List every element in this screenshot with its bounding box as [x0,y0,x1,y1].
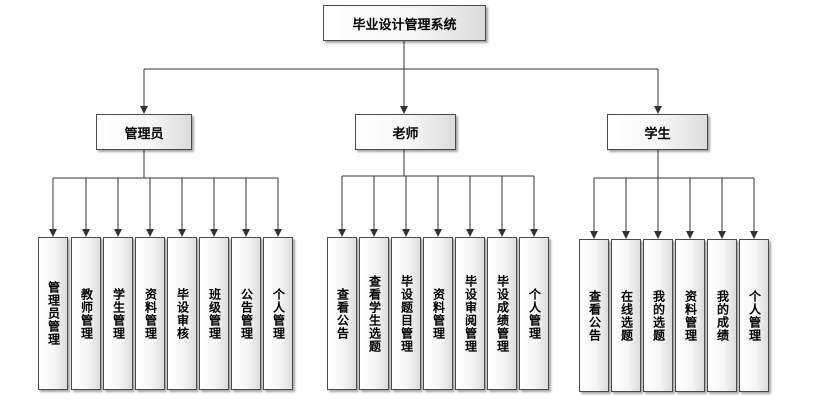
module-box: 查看公告 [579,239,609,392]
module-box: 毕设成绩管理 [487,237,517,390]
module-label: 管理员管理 [46,281,61,346]
module-label: 资料管理 [431,287,446,340]
module-box: 查看学生选题 [359,237,389,390]
module-label: 班级管理 [207,287,222,340]
role-label-teacher: 老师 [392,126,419,142]
module-box: 我的选题 [643,239,673,392]
module-label: 毕设题目管理 [399,274,414,353]
root-system-label: 毕业设计管理系统 [352,17,457,33]
module-label: 查看学生选题 [367,274,382,353]
module-label: 毕设审阅管理 [463,274,478,353]
module-label: 查看公告 [587,289,602,342]
module-box: 个人管理 [739,239,769,392]
module-label: 教师管理 [79,287,94,340]
module-box: 毕设审核 [167,237,197,390]
module-box: 学生管理 [103,237,133,390]
module-label: 资料管理 [683,289,698,342]
module-label: 我的选题 [651,289,666,342]
module-label: 资料管理 [143,287,158,340]
role-label-admin: 管理员 [124,126,164,142]
module-label: 查看公告 [335,287,350,340]
module-label: 学生管理 [111,287,126,340]
module-label: 毕设审核 [175,287,190,340]
module-label: 毕设成绩管理 [495,274,510,353]
module-box: 管理员管理 [38,237,68,390]
role-label-student: 学生 [644,126,671,142]
module-box: 查看公告 [327,237,357,390]
module-box: 资料管理 [135,237,165,390]
module-box: 我的成绩 [707,239,737,392]
module-label: 我的成绩 [715,289,730,342]
module-box: 资料管理 [675,239,705,392]
module-box: 公告管理 [231,237,261,390]
module-label: 个人管理 [747,289,762,342]
module-box: 资料管理 [423,237,453,390]
module-box: 个人管理 [519,237,549,390]
role-box-student: 学生 [607,114,708,150]
module-label: 在线选题 [619,289,634,342]
module-box: 毕设题目管理 [391,237,421,390]
role-box-admin: 管理员 [96,114,192,150]
module-box: 毕设审阅管理 [455,237,485,390]
module-box: 班级管理 [199,237,229,390]
root-system-box: 毕业设计管理系统 [323,5,486,41]
module-label: 公告管理 [239,287,254,340]
module-box: 教师管理 [71,237,101,390]
module-label: 个人管理 [527,287,542,340]
role-box-teacher: 老师 [355,114,456,150]
module-box: 个人管理 [263,237,293,390]
module-box: 在线选题 [611,239,641,392]
module-label: 个人管理 [271,287,286,340]
